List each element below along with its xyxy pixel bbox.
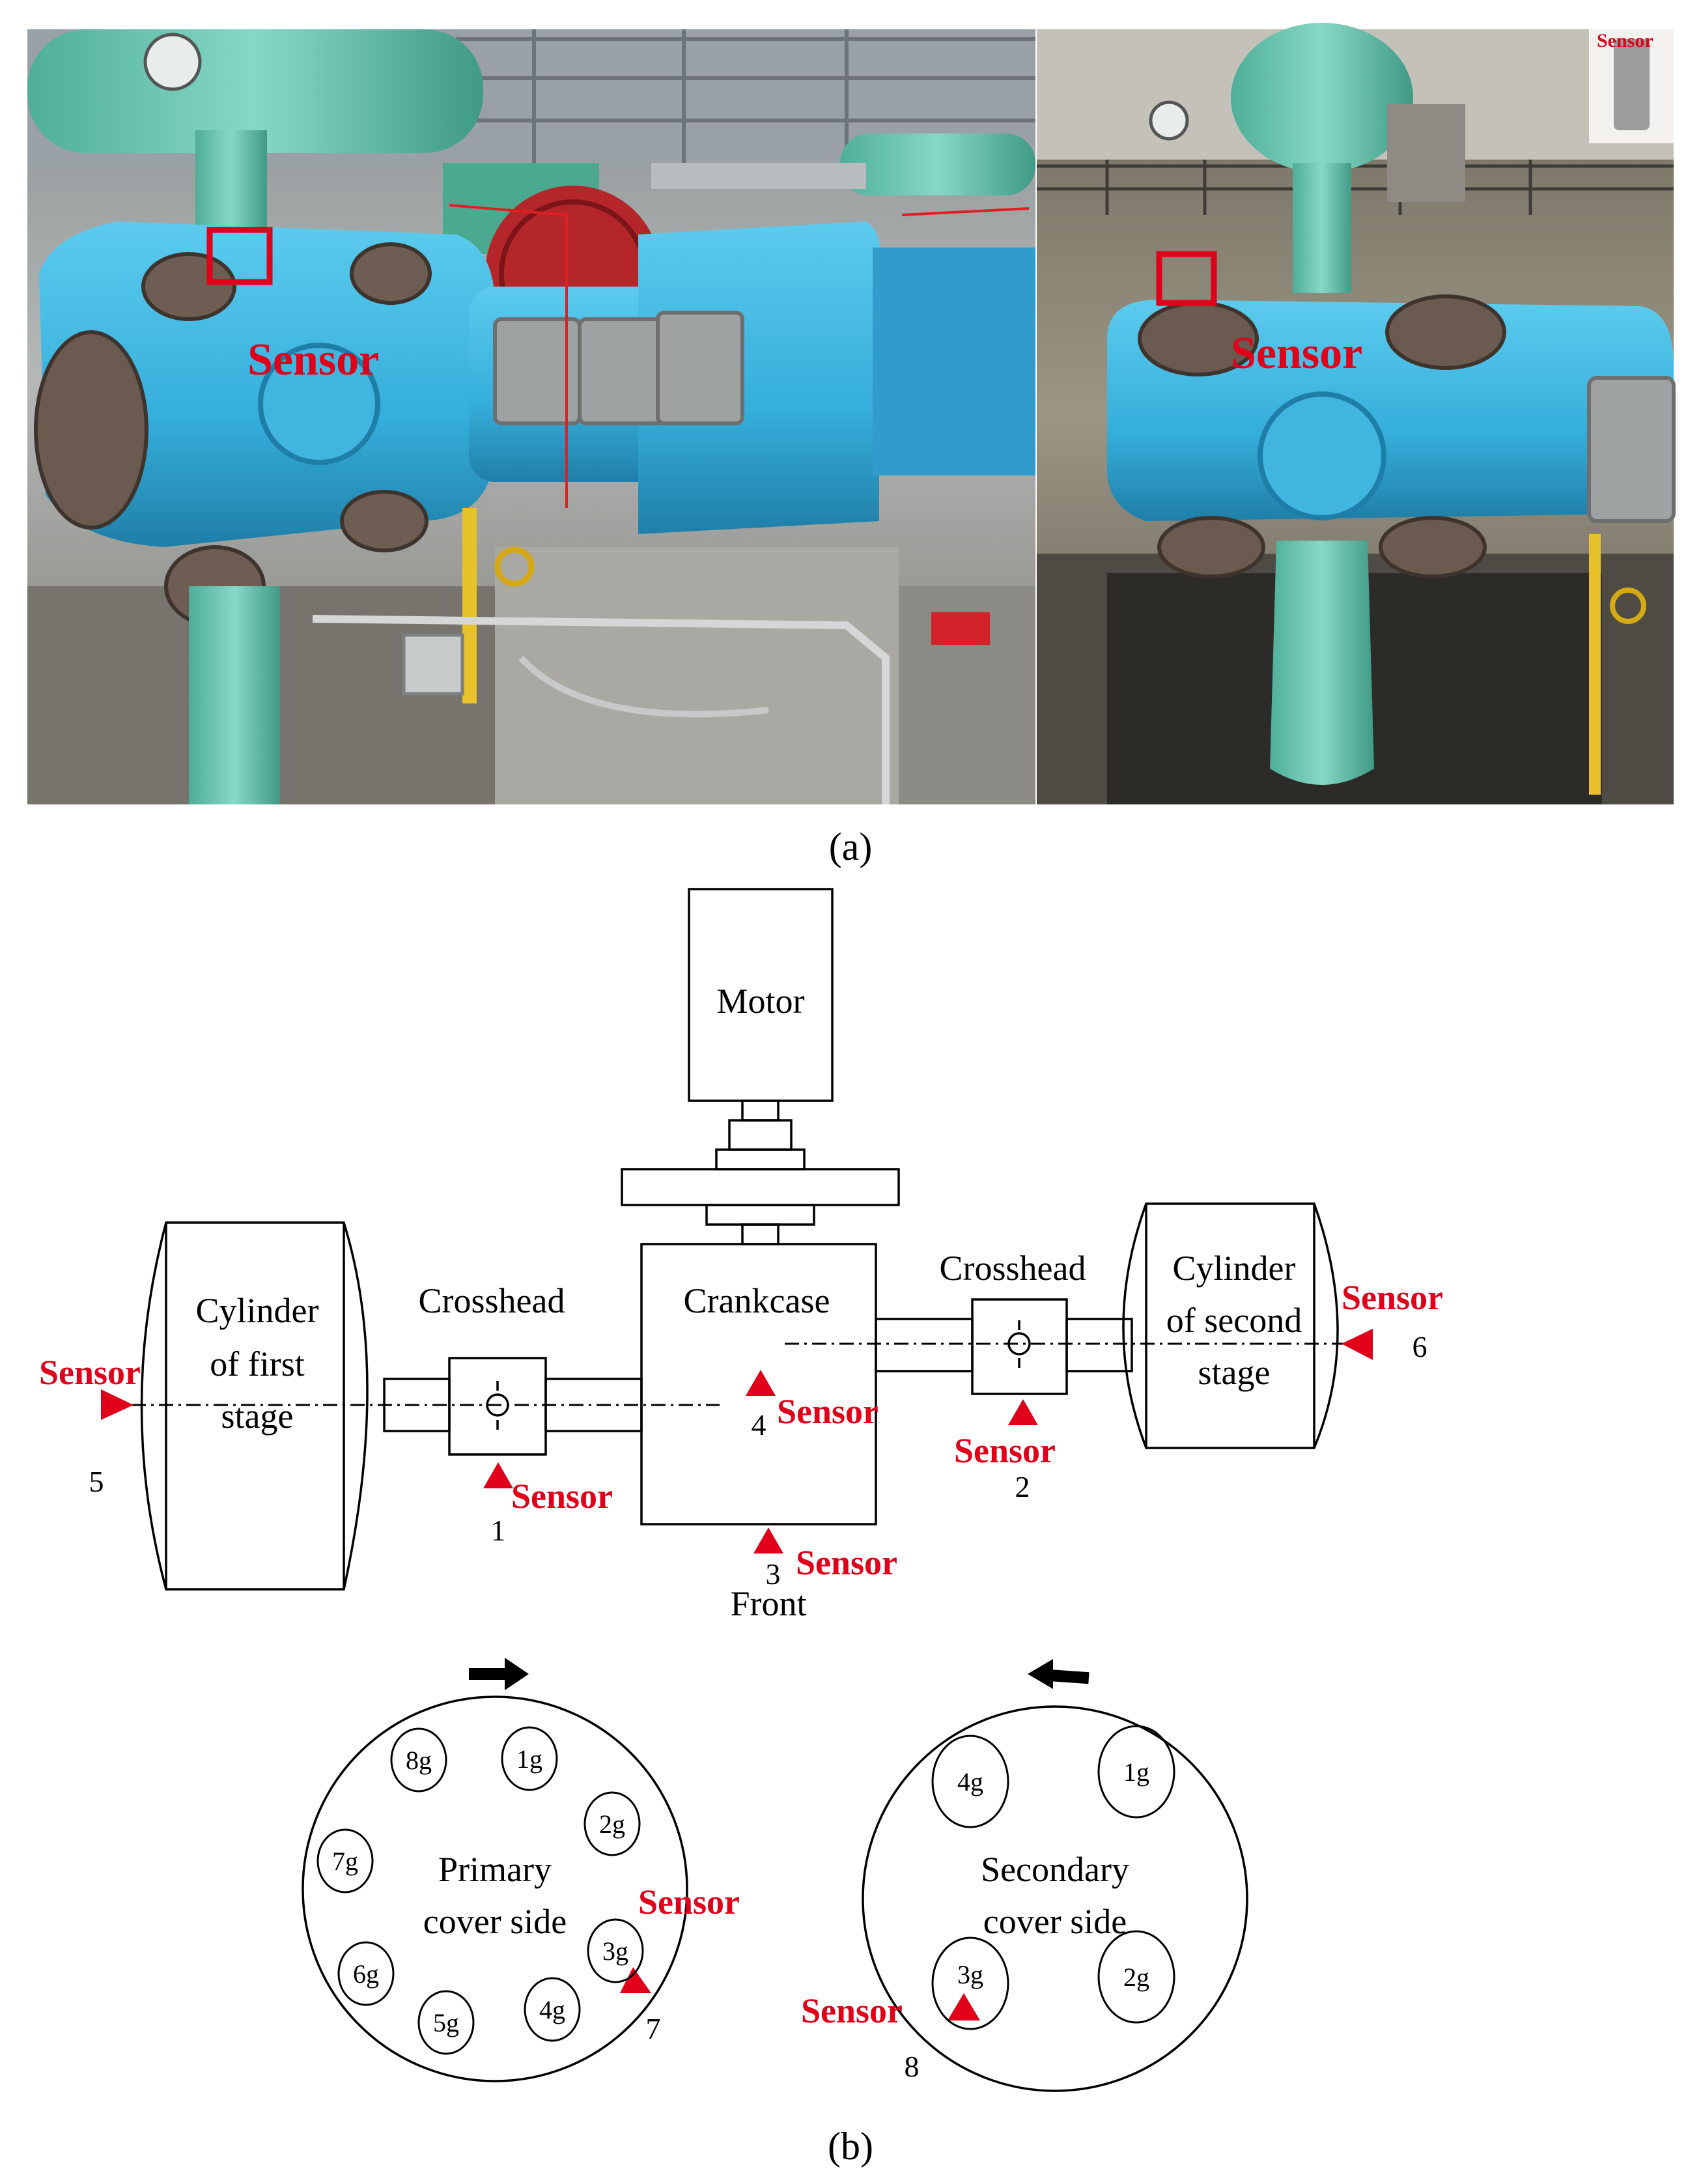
sensor-1-marker [483,1462,513,1488]
cyl1-line1: Cylinder [196,1291,319,1330]
sensor-label-1: Sensor [511,1477,613,1516]
cyl2-line2: of second [1166,1301,1302,1340]
photo-left [27,29,1035,804]
secondary-valve-4g [931,1735,1009,1828]
primary-valve-6g [337,1941,395,2006]
sensor-number-6: 6 [1413,1330,1427,1363]
sensor-label-right: Sensor [1231,328,1362,378]
crosshead-right-label: Crosshead [940,1249,1086,1288]
secondary-cover-disc [862,1705,1248,2092]
primary-valve-label-1g: 1g [516,1744,542,1774]
sensor-markers [101,1329,1373,2021]
primary-valve-label-7g: 7g [332,1847,358,1876]
secondary-valve-2g [1097,1930,1175,2024]
primary-valve-3g [587,1918,644,1983]
sensor-8-marker [948,1993,980,2021]
sensor-highlight-box-right [1156,251,1217,306]
crosshead-left-label: Crosshead [419,1281,565,1320]
sensor-5-marker [101,1389,134,1420]
primary-cover-disc [302,1695,688,2082]
sensor-6-marker [1342,1329,1373,1360]
primary-valve-label-8g: 8g [406,1746,432,1775]
schematic [104,888,1351,2092]
primary-valve-label-3g: 3g [602,1936,628,1966]
front-label: Front [730,1584,806,1623]
primary-valve-label-5g: 5g [433,2008,459,2037]
primary-valve-label-2g: 2g [599,1809,625,1839]
sensor-label-6: Sensor [1342,1278,1443,1317]
crankcase-label: Crankcase [684,1281,830,1320]
primary-cover-line2: cover side [423,1902,567,1941]
photo-right [1037,23,1676,804]
sensor-number-3: 3 [766,1557,781,1591]
rotation-arrow-left [1028,1659,1089,1689]
sensor-highlight-box-left [206,227,273,285]
sensor-4-marker [746,1370,776,1396]
sensor-number-5: 5 [89,1465,104,1498]
primary-valve-7g [316,1828,374,1893]
sensor-7-marker [620,1967,651,1993]
cylinder-first-stage [140,1221,369,1591]
flywheel [621,1168,900,1206]
sensor-label-7: Sensor [638,1882,740,1922]
sensor-number-7: 7 [646,2012,661,2045]
cyl2-line3: stage [1198,1353,1271,1392]
cyl1-line2: of first [210,1344,304,1383]
secondary-valve-label-2g: 2g [1123,1963,1149,1992]
caption-a: (a) [829,825,873,868]
sensor-label-5: Sensor [39,1353,141,1392]
primary-valve-2g [583,1791,641,1856]
sensor-number-2: 2 [1015,1470,1030,1503]
secondary-valve-3g [931,1936,1009,2030]
sensor-2-marker [1008,1399,1038,1425]
sensor-number-4: 4 [752,1408,766,1441]
sensor-label-left: Sensor [247,335,379,385]
primary-valve-8g [390,1727,447,1793]
sensor-number-1: 1 [491,1514,506,1547]
caption-b: (b) [828,2125,873,2168]
sensor-label-2: Sensor [954,1431,1056,1470]
sensor-label-8: Sensor [801,1991,903,2030]
sensor-number-8: 8 [905,2050,920,2083]
sensor-3-marker [753,1527,783,1553]
crosshead-left-box [448,1357,547,1456]
primary-valve-1g [501,1726,558,1791]
sensor-inset-label: Sensor [1597,30,1653,51]
secondary-valve-1g [1097,1725,1175,1819]
crosshead-right-box [971,1298,1068,1395]
primary-valve-4g [524,1977,581,2042]
cyl1-line3: stage [221,1397,294,1436]
secondary-valve-label-4g: 4g [957,1767,983,1796]
cyl2-line1: Cylinder [1173,1249,1296,1288]
secondary-valve-label-3g: 3g [957,1960,983,1989]
sensor-label-4: Sensor [777,1392,879,1431]
motor-label: Motor [717,982,805,1021]
rotation-arrow-right [469,1658,529,1690]
secondary-cover-line2: cover side [983,1902,1127,1941]
primary-valve-5g [417,1990,475,2055]
secondary-cover-line1: Secondary [981,1850,1129,1889]
primary-valve-label-4g: 4g [539,1995,565,2024]
primary-valve-label-6g: 6g [353,1959,379,1989]
primary-cover-line1: Primary [438,1850,552,1889]
sensor-label-3: Sensor [796,1543,897,1582]
secondary-valve-label-1g: 1g [1123,1757,1149,1787]
